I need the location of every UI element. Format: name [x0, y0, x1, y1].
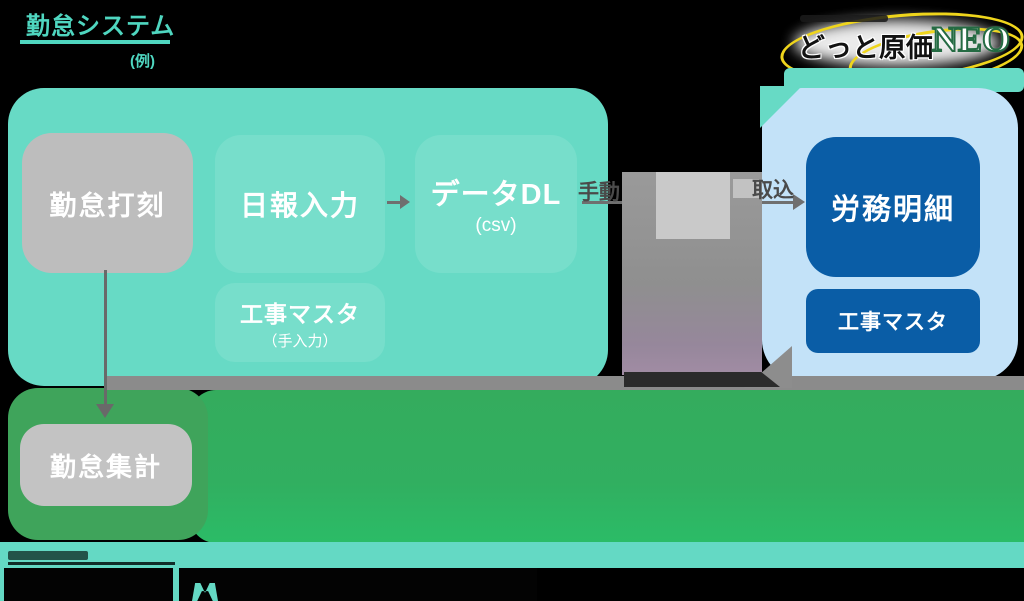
logo-brand-text: どっと原価 — [798, 33, 933, 63]
cropped-underline — [8, 562, 175, 565]
construction-master-label: 工事マスタ — [240, 300, 360, 327]
cropped-text-shape — [4, 568, 173, 601]
page-title: 勤怠システム — [26, 13, 176, 40]
data-download-sublabel: (csv) — [475, 215, 517, 236]
cropped-caption-smudge — [8, 551, 88, 560]
arrow-right-icon — [400, 195, 410, 209]
brand-logo: どっと原価 NEO — [777, 3, 1024, 96]
construction-master-sublabel: （手入力） — [262, 332, 338, 350]
logo-tagline-smudge — [800, 15, 888, 22]
gray-bar-shape — [105, 376, 1024, 390]
node-attendance-punch: 勤怠打刻 — [22, 133, 193, 273]
arrow-right-icon — [793, 194, 805, 210]
gray-slab-shadow — [624, 372, 780, 387]
node-daily-report: 日報入力 — [215, 135, 385, 273]
logo-glow-shape — [794, 20, 999, 66]
transfer-import-label: 取込 — [752, 179, 794, 202]
arrow-line — [387, 201, 401, 204]
arrow-down-icon — [96, 404, 114, 418]
page-subtitle: (例) — [130, 53, 155, 70]
node-attendance-summary: 勤怠集計 — [20, 424, 192, 506]
gray-slab-inset-shape — [656, 172, 730, 239]
node-labor-detail: 労務明細 — [806, 137, 980, 277]
transfer-manual-label: 手動 — [578, 181, 620, 204]
node-neo-construction-master: 工事マスタ — [806, 289, 980, 353]
data-download-label: データDL — [430, 179, 562, 211]
arrow-line — [104, 270, 107, 406]
node-data-download: データDL (csv) — [415, 135, 577, 273]
summary-wide-band — [190, 390, 1024, 543]
cropped-glyph-notch — [192, 583, 218, 601]
node-construction-master: 工事マスタ （手入力） — [215, 283, 385, 362]
gray-slab-inset-shape — [733, 179, 759, 198]
logo-neo-text: NEO — [931, 18, 1011, 60]
cropped-text-shape — [179, 568, 537, 601]
title-underline — [20, 40, 170, 44]
